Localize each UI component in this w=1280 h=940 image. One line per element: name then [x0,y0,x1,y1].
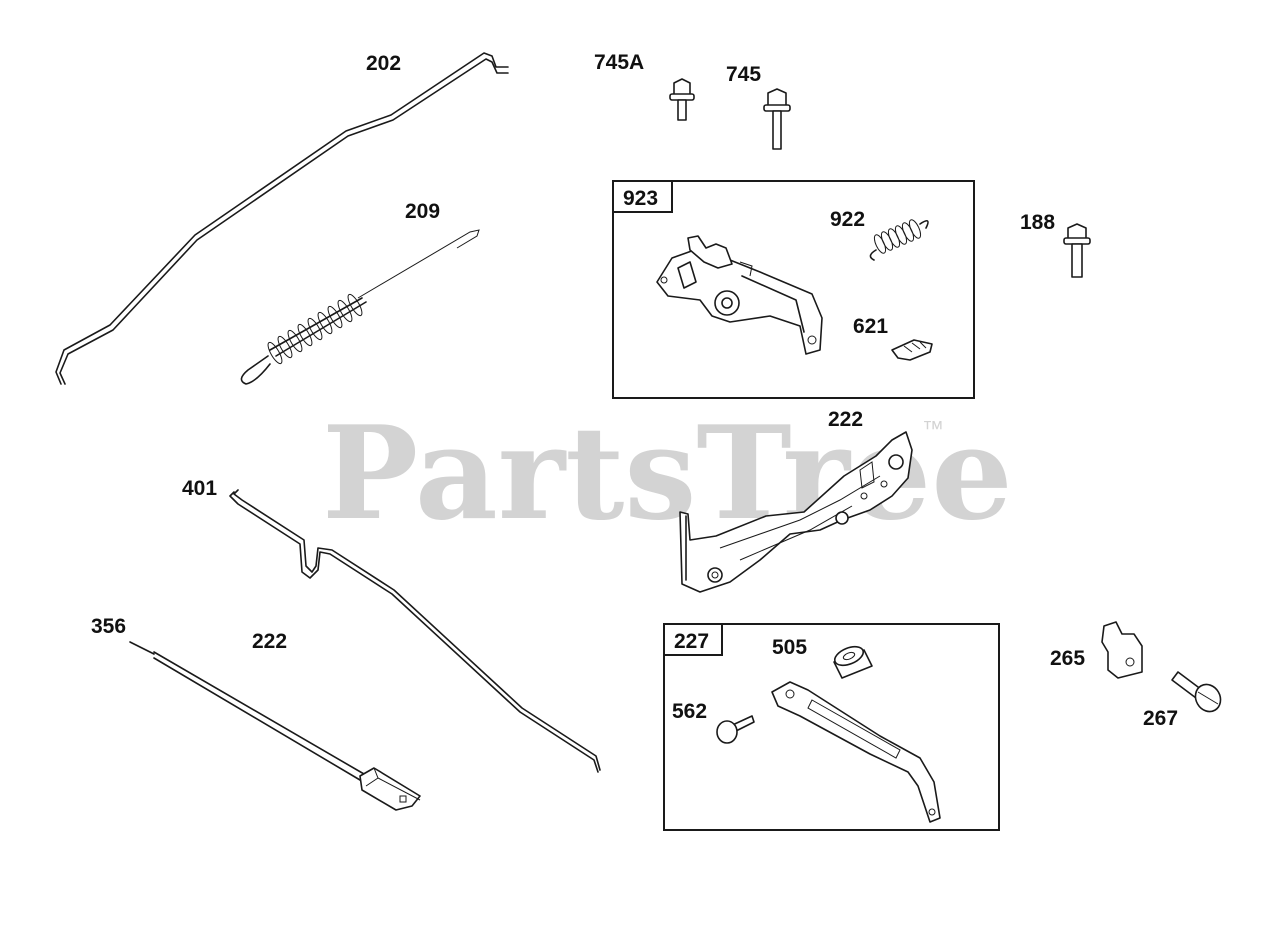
watermark-trademark: ™ [922,416,944,441]
part-505-spacer[interactable] [832,643,873,679]
callout-209: 209 [405,200,440,223]
callout-202: 202 [366,52,401,75]
callout-265: 265 [1050,647,1085,670]
part-222-control-plate[interactable] [679,431,913,593]
callout-222-top: 222 [828,408,863,431]
callout-922: 922 [830,208,865,231]
group-227-label: 227 [674,630,709,653]
part-267-screw[interactable] [1171,671,1225,716]
part-745-bolt[interactable] [763,88,791,150]
part-923-control-bracket[interactable] [656,235,823,355]
group-923-label: 923 [623,187,658,210]
callout-505: 505 [772,636,807,659]
callout-188: 188 [1020,211,1055,234]
callout-621: 621 [853,315,888,338]
callout-745a: 745A [594,51,644,74]
group-923-box [612,180,975,399]
callout-356: 356 [91,615,126,638]
part-401-rod[interactable] [229,489,601,773]
part-562-rivet[interactable] [716,715,755,744]
part-356-cable[interactable] [129,641,421,811]
group-227-box [663,623,1000,831]
part-202-rod[interactable] [55,52,509,385]
callout-562: 562 [672,700,707,723]
part-227-lever[interactable] [771,681,941,823]
callout-745: 745 [726,63,761,86]
part-209-spring[interactable] [240,229,480,385]
part-745a-bolt[interactable] [669,78,695,121]
callout-267: 267 [1143,707,1178,730]
part-188-bolt[interactable] [1063,223,1091,278]
callout-401: 401 [182,477,217,500]
part-621-clip[interactable] [891,339,933,361]
callout-222-bottom: 222 [252,630,287,653]
part-922-spring[interactable] [869,218,929,261]
part-265-clip[interactable] [1101,621,1143,679]
